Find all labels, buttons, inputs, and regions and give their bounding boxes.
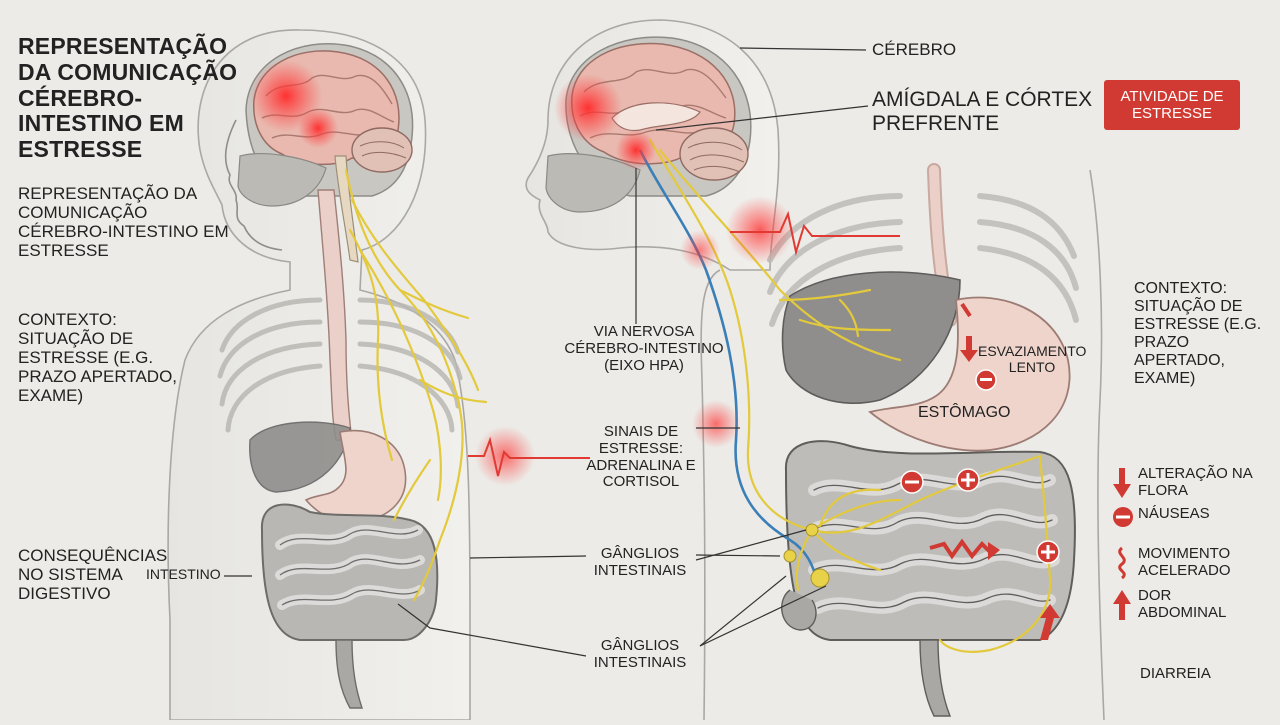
down-arrow-icon [960, 336, 978, 362]
right-liver [781, 271, 961, 404]
legend-item-movimento: MOVIMENTO ACELERADO [1112, 545, 1258, 580]
right-small-intestine [806, 470, 1060, 614]
page-title: REPRESENTAÇÃO DA COMUNICAÇÃO CÉREBRO-INT… [18, 33, 238, 162]
amigdala-label: AMÍGDALA E CÓRTEX PREFRENTE [872, 88, 1093, 135]
stress-activity-badge: ATIVIDADE DE ESTRESSE [1104, 80, 1240, 130]
legend-item-dor: DOR ABDOMINAL [1112, 587, 1258, 622]
legend-text: ALTERAÇÃO NA FLORA [1138, 465, 1252, 499]
right-body-figure [525, 19, 1105, 721]
sinais-estresse-label: SINAIS DE ESTRESSE: ADRENALINA E CORTISO… [586, 423, 696, 491]
consequences-label: CONSEQUÊNCIAS NO SISTEMA DIGESTIVO [18, 546, 168, 604]
via-nervosa-label: VIA NERVOSA CÉREBRO-INTESTINO (EIXO HPA) [564, 323, 724, 374]
right-stomach [868, 296, 1071, 452]
legend-text: DOR ABDOMINAL [1138, 587, 1227, 621]
stomach-down-arrow-icon [960, 302, 972, 318]
ganglios-label-2: GÂNGLIOS INTESTINAIS [593, 637, 687, 671]
diarreia-label: DIARREIA [1140, 665, 1211, 682]
context-left: CONTEXTO: SITUAÇÃO DE ESTRESSE (e.g. PRA… [18, 310, 178, 406]
legend-text: MOVIMENTO ACELERADO [1138, 545, 1231, 579]
legend-text: NÁUSEAS [1138, 505, 1210, 522]
estomago-label: ESTÔMAGO [918, 404, 1011, 421]
subtitle: REPRESENTAÇÃO DA COMUNICAÇÃO CÉREBRO-INT… [18, 184, 229, 261]
context-right: CONTEXTO: SITUAÇÃO DE ESTRESSE (e.g. PRA… [1134, 280, 1262, 387]
ganglios-label-1: GÂNGLIOS INTESTINAIS [593, 545, 687, 579]
legend-item-nauseas: NÁUSEAS [1112, 505, 1258, 528]
cerebro-label: CÉREBRO [872, 40, 957, 59]
intestine-markers [900, 468, 1060, 640]
left-body-figure [167, 29, 590, 721]
wavy-arrow-icon [1112, 546, 1132, 580]
down-arrow-icon [1112, 466, 1132, 500]
left-nerve-pathway [344, 168, 488, 602]
leader-lines [224, 47, 869, 657]
minus-circle-icon [1112, 506, 1133, 528]
esvaziamento-label: ESVAZIAMENTO LENTO [978, 343, 1087, 375]
intestino-label: INTESTINO [146, 566, 221, 582]
up-arrow-icon [1112, 588, 1132, 622]
legend-item-flora: ALTERAÇÃO NA FLORA [1112, 465, 1258, 500]
